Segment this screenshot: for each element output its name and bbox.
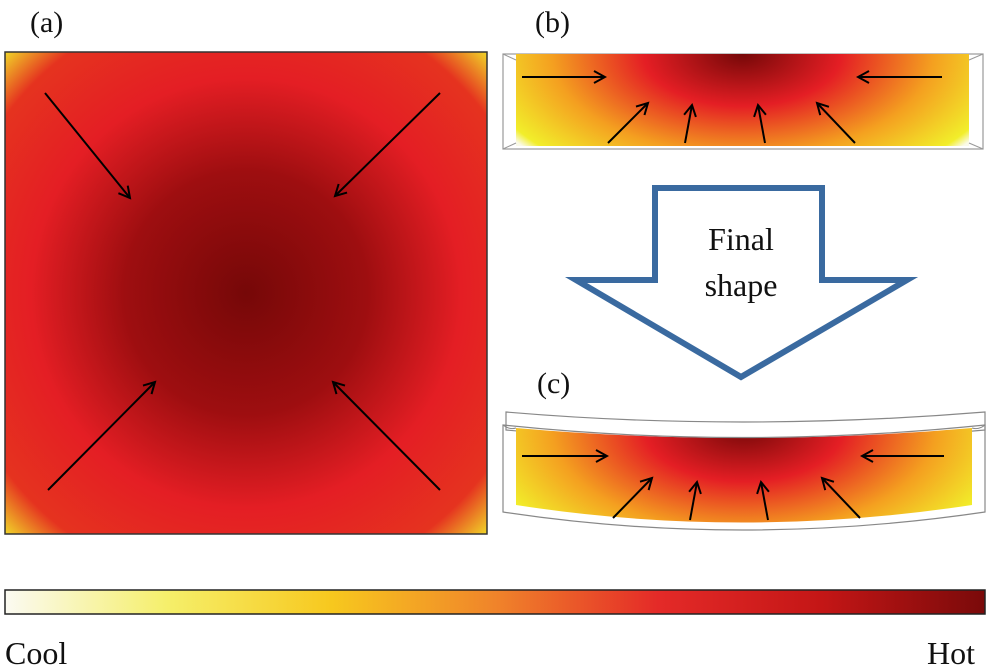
panel-label-c: (c) (537, 367, 570, 400)
arrow (822, 478, 861, 519)
colorbar (4, 589, 986, 615)
arrow (335, 92, 441, 196)
final-shape-arrow (564, 185, 919, 381)
bent-strip-outline (502, 424, 986, 531)
panel-c-arrows (522, 456, 944, 521)
arrow (44, 92, 130, 198)
panel-b-strip (502, 53, 984, 150)
arrow (761, 482, 768, 521)
arrow (612, 478, 652, 519)
strip-edge (968, 53, 984, 61)
panel-label-b: (b) (535, 6, 570, 39)
panel-label-a: (a) (30, 6, 63, 39)
strip-edge (971, 424, 986, 430)
strip-edge (502, 424, 517, 430)
arrow (817, 103, 856, 144)
strip-edge (502, 53, 517, 61)
colorbar-hot-label: Hot (927, 635, 975, 670)
panel-b-arrows (522, 77, 942, 144)
strip-heatmap (516, 54, 969, 146)
panel-a-arrows (44, 92, 441, 491)
bent-strip-heatmap (516, 428, 972, 523)
arrow (333, 382, 441, 491)
strip-edge (968, 142, 984, 150)
arrow (685, 105, 692, 144)
panel-c-bent-strip (502, 411, 986, 531)
final-shape-label-line2: shape (705, 267, 778, 303)
arrow (758, 105, 765, 144)
final-shape-label-line1: Final (708, 221, 774, 257)
arrow (607, 103, 648, 144)
strip-edge (502, 142, 517, 150)
colorbar-cool-label: Cool (5, 635, 67, 670)
arrow (47, 382, 155, 491)
arrow (690, 482, 697, 521)
